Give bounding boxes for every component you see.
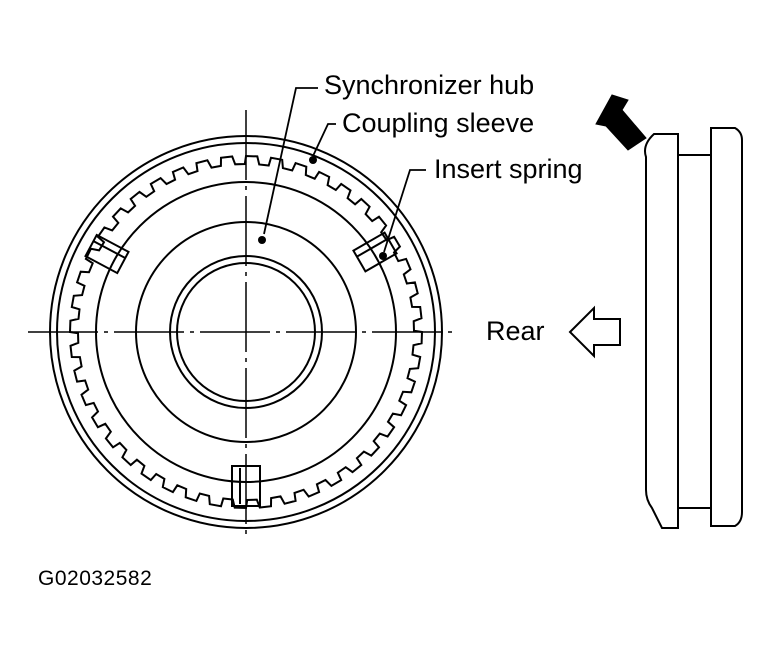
center-lines	[28, 110, 452, 540]
push-arrow	[595, 94, 647, 151]
rear-arrow	[568, 305, 621, 359]
hub-profile-center	[678, 154, 711, 509]
figure-code: G02032582	[38, 567, 153, 590]
insert-key-left-edge	[92, 240, 126, 259]
dot-insert-spring	[379, 252, 387, 260]
leader-synchronizer-hub	[263, 87, 318, 235]
label-synchronizer-hub: Synchronizer hub	[324, 70, 535, 100]
side-view	[644, 127, 743, 529]
insert-key-left	[84, 233, 130, 275]
leader-coupling-sleeve	[312, 123, 336, 157]
sleeve-profile-right	[710, 127, 743, 527]
label-coupling-sleeve: Coupling sleeve	[342, 108, 535, 138]
leader-lines	[263, 87, 426, 253]
insert-key-right	[352, 231, 398, 273]
dot-coupling-sleeve	[309, 156, 317, 164]
label-insert-spring: Insert spring	[434, 154, 583, 184]
dot-synchronizer-hub	[258, 236, 266, 244]
sleeve-profile-left	[644, 133, 679, 529]
leader-insert-spring	[383, 169, 426, 253]
leader-dots	[258, 156, 387, 260]
label-rear: Rear	[486, 316, 545, 346]
insert-key-right-edge	[356, 237, 389, 258]
